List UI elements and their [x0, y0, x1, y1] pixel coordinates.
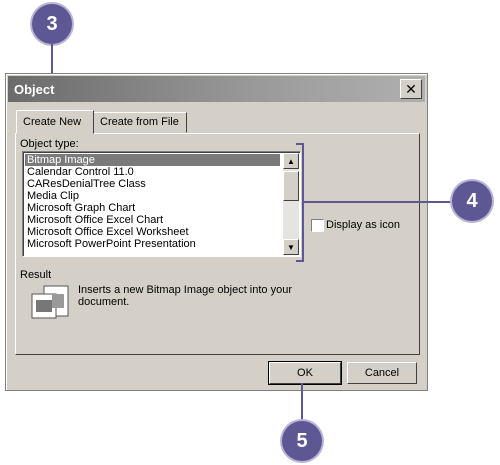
result-text-line1: Inserts a new Bitmap Image object into y… [78, 284, 292, 296]
scroll-up-button[interactable]: ▲ [283, 153, 299, 169]
close-button[interactable]: ✕ [400, 79, 422, 99]
list-item[interactable]: Calendar Control 11.0 [27, 166, 134, 178]
close-icon: ✕ [405, 81, 417, 97]
result-text-line2: document. [78, 296, 130, 308]
scroll-down-button[interactable]: ▼ [283, 239, 299, 255]
dialog-title: Object [14, 82, 55, 97]
callout-4-line [304, 201, 454, 203]
list-item[interactable]: Microsoft Graph Chart [27, 202, 136, 214]
scroll-thumb[interactable] [283, 171, 299, 201]
list-item[interactable]: Microsoft PowerPoint Presentation [27, 238, 196, 250]
callout-5-line [301, 383, 303, 423]
bitmap-image-icon [30, 284, 74, 322]
list-item[interactable]: CAResDenialTree Class [27, 178, 146, 190]
cancel-label: Cancel [364, 367, 400, 379]
tab-create-new-label: Create New [23, 116, 82, 128]
list-item[interactable]: Bitmap Image [25, 154, 280, 166]
list-item[interactable]: Microsoft Office Excel Worksheet [27, 226, 189, 238]
result-label: Result [20, 269, 52, 281]
tab-panel [15, 133, 420, 355]
callout-4-bracket [296, 143, 304, 262]
list-scrollbar[interactable]: ▲ ▼ [283, 153, 299, 255]
object-dialog: Object ✕ Create New Create from File Obj… [5, 73, 428, 391]
callout-4: 4 [452, 181, 492, 221]
cancel-button[interactable]: Cancel [347, 362, 417, 384]
callout-3: 3 [32, 4, 72, 44]
arrow-up-icon: ▲ [287, 156, 295, 166]
title-bar[interactable]: Object ✕ [8, 76, 425, 102]
arrow-down-icon: ▼ [287, 242, 295, 252]
object-type-label: Object type: [20, 138, 79, 150]
ok-button[interactable]: OK [268, 361, 342, 385]
tab-create-new[interactable]: Create New [16, 110, 94, 134]
ok-label: OK [297, 367, 313, 379]
list-item[interactable]: Media Clip [27, 190, 79, 202]
tab-create-from-file-label: Create from File [100, 116, 179, 128]
display-as-icon-checkbox[interactable] [311, 219, 324, 232]
tab-create-from-file[interactable]: Create from File [93, 112, 187, 133]
display-as-icon-label[interactable]: Display as icon [326, 219, 400, 231]
callout-5: 5 [282, 421, 322, 461]
list-item[interactable]: Microsoft Office Excel Chart [27, 214, 164, 226]
